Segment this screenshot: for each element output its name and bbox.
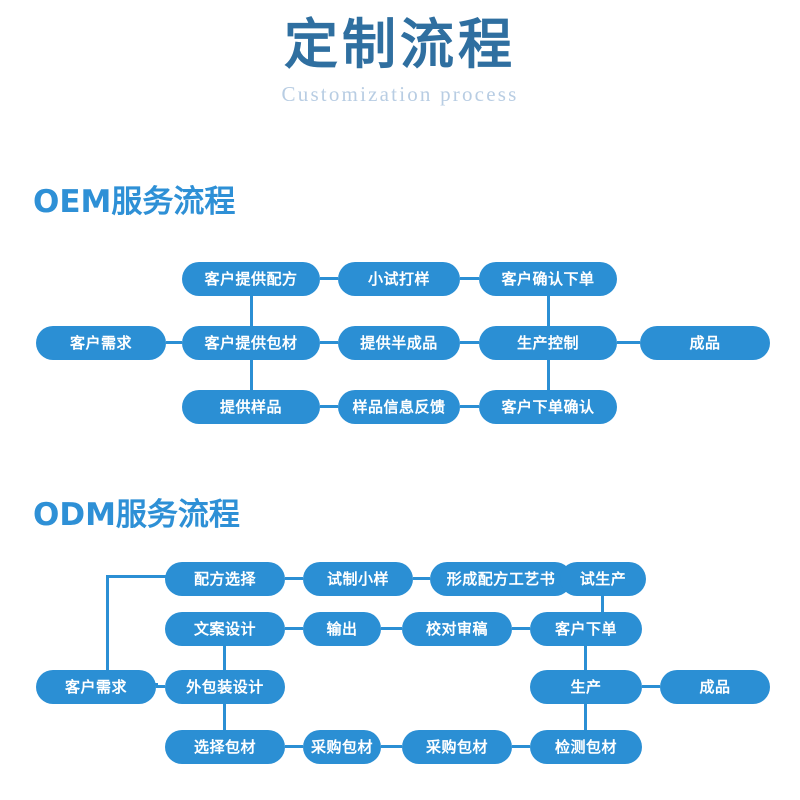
- odm-conn-purchase2-to-inspect: [512, 745, 530, 748]
- odm-node-inspect-packaging[interactable]: 检测包材: [530, 730, 642, 764]
- oem-conn-control-down-to-orderconf: [547, 360, 550, 390]
- page-title: 定制流程: [284, 13, 516, 76]
- odm-node-output[interactable]: 输出: [303, 612, 381, 646]
- odm-flow-diagram: 配方选择试制小样形成配方工艺书试生产文案设计输出校对审稿客户下单客户需求外包装设…: [0, 550, 800, 795]
- section-heading-odm: ODM服务流程: [33, 497, 240, 533]
- oem-conn-control-to-finished: [617, 341, 640, 344]
- oem-node-semi-finished[interactable]: 提供半成品: [338, 326, 460, 360]
- odm-conn-output-to-proofread: [381, 627, 402, 630]
- oem-node-confirm-order[interactable]: 客户确认下单: [479, 262, 617, 296]
- oem-node-order-confirm[interactable]: 客户下单确认: [479, 390, 617, 424]
- odm-node-customer-order[interactable]: 客户下单: [530, 612, 642, 646]
- odm-node-purchase-packaging-2[interactable]: 采购包材: [402, 730, 512, 764]
- odm-conn-formula-to-trialsample: [285, 577, 303, 580]
- odm-conn-copy-to-output: [285, 627, 303, 630]
- odm-node-trial-small-sample[interactable]: 试制小样: [303, 562, 413, 596]
- page-subtitle: Customization process: [281, 82, 519, 107]
- odm-conn-purchase1-to-purchase2: [381, 745, 402, 748]
- odm-conn-copy-down-to-outerpackage: [223, 646, 226, 670]
- oem-conn-feedback-to-orderconfirm: [460, 405, 479, 408]
- odm-node-formula-selection[interactable]: 配方选择: [165, 562, 285, 596]
- odm-conn-bracket-horizontal-top: [106, 575, 166, 578]
- odm-node-proofreading[interactable]: 校对审稿: [402, 612, 512, 646]
- odm-conn-trialprod-down-to-order: [601, 596, 604, 612]
- odm-node-production[interactable]: 生产: [530, 670, 642, 704]
- section-heading-oem: OEM服务流程: [33, 184, 236, 220]
- oem-conn-trial-to-confirm: [460, 277, 479, 280]
- odm-conn-trialsample-to-processdoc: [413, 577, 430, 580]
- odm-node-customer-demand[interactable]: 客户需求: [36, 670, 156, 704]
- oem-node-provide-sample[interactable]: 提供样品: [182, 390, 320, 424]
- odm-conn-production-to-finished: [642, 685, 660, 688]
- odm-node-select-packaging[interactable]: 选择包材: [165, 730, 285, 764]
- oem-conn-demand-to-packaging: [166, 341, 182, 344]
- odm-conn-proofread-to-order: [512, 627, 530, 630]
- odm-conn-selectpkg-to-purchase1: [285, 745, 303, 748]
- odm-conn-bracket-vertical: [106, 575, 109, 685]
- oem-node-sample-feedback[interactable]: 样品信息反馈: [338, 390, 460, 424]
- oem-conn-confirm-down-to-control: [547, 296, 550, 326]
- odm-conn-demand-to-outerpackage: [156, 685, 165, 688]
- oem-conn-packaging-down-to-sample: [250, 360, 253, 390]
- oem-conn-semi-to-control: [460, 341, 479, 344]
- odm-conn-outerpkg-down-to-selectpkg: [223, 704, 226, 730]
- oem-conn-formula-to-trial: [320, 277, 338, 280]
- oem-conn-formula-down-to-packaging: [250, 296, 253, 326]
- oem-node-production-control[interactable]: 生产控制: [479, 326, 617, 360]
- odm-node-formula-process-doc[interactable]: 形成配方工艺书: [430, 562, 572, 596]
- odm-node-copy-design[interactable]: 文案设计: [165, 612, 285, 646]
- oem-node-finished-product[interactable]: 成品: [640, 326, 770, 360]
- oem-node-provide-formula[interactable]: 客户提供配方: [182, 262, 320, 296]
- odm-conn-production-down-to-inspect: [584, 704, 587, 730]
- odm-conn-order-down-to-production: [584, 646, 587, 670]
- oem-node-trial-sample[interactable]: 小试打样: [338, 262, 460, 296]
- odm-node-finished-product[interactable]: 成品: [660, 670, 770, 704]
- odm-node-purchase-packaging-1[interactable]: 采购包材: [303, 730, 381, 764]
- odm-node-trial-production[interactable]: 试生产: [560, 562, 646, 596]
- odm-node-outer-package[interactable]: 外包装设计: [165, 670, 285, 704]
- oem-node-customer-demand[interactable]: 客户需求: [36, 326, 166, 360]
- oem-node-provide-packaging[interactable]: 客户提供包材: [182, 326, 320, 360]
- oem-conn-sample-to-feedback: [320, 405, 338, 408]
- oem-flow-diagram: 客户需求客户提供配方小试打样客户确认下单客户提供包材提供半成品生产控制成品提供样…: [0, 250, 800, 450]
- page-header: 定制流程 Customization process: [0, 13, 800, 107]
- oem-conn-packaging-to-semi: [320, 341, 338, 344]
